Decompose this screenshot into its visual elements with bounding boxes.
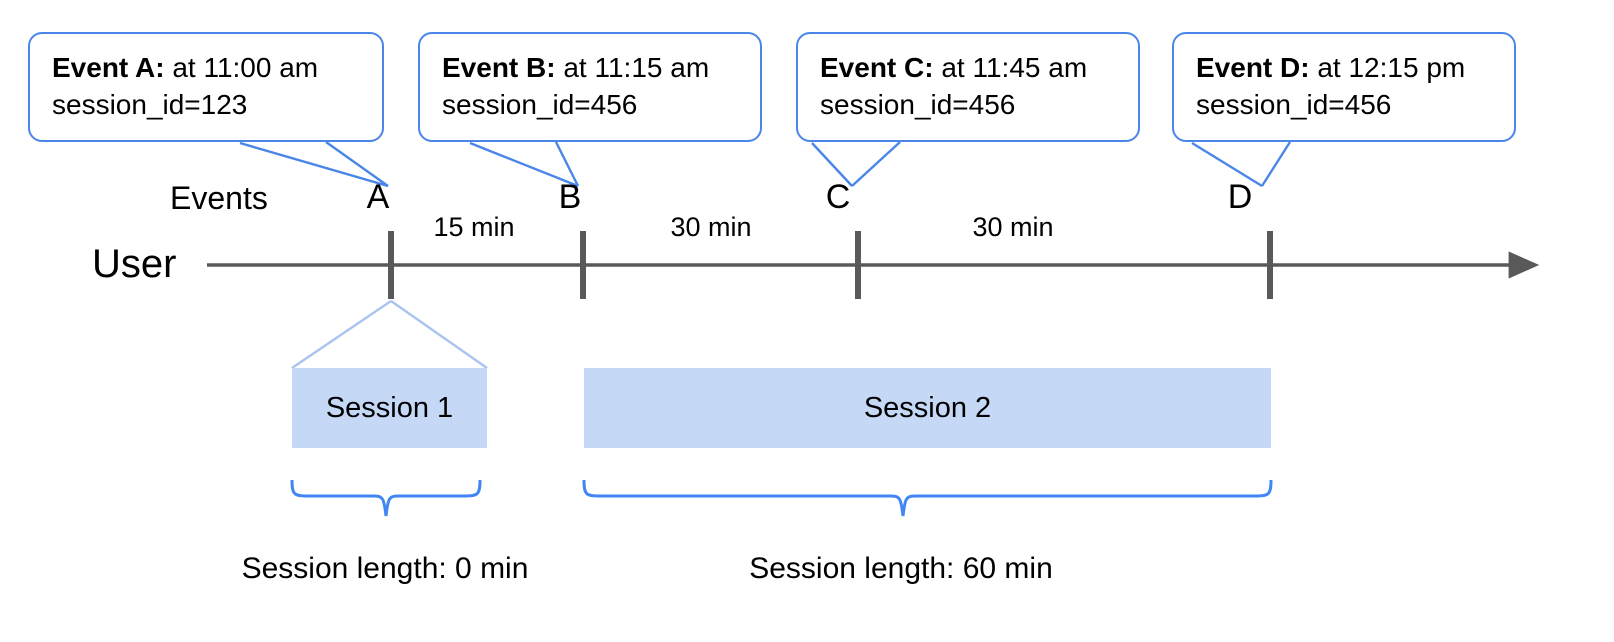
tick-letter-d: D <box>1227 178 1253 216</box>
session-2-length-label: Session length: 60 min <box>749 552 1053 585</box>
session-1-length-label: Session length: 0 min <box>241 552 529 585</box>
gap-label-b-c: 30 min <box>670 212 752 242</box>
callout-event-d-session: session_id=456 <box>1196 88 1392 120</box>
session-1-brace <box>290 479 482 517</box>
callout-event-b-title: Event B: at 11:15 am <box>442 52 710 83</box>
session-2-brace <box>582 479 1273 517</box>
gap-label-a-b: 15 min <box>433 212 515 242</box>
callout-event-c: Event C: at 11:45 am session_id=456 <box>796 32 1140 142</box>
events-row-label: Events <box>170 180 268 216</box>
user-row-label: User <box>92 242 177 286</box>
callout-event-d-title: Event D: at 12:15 pm <box>1196 52 1466 83</box>
callout-event-a-session: session_id=123 <box>52 88 248 120</box>
callout-event-d: Event D: at 12:15 pm session_id=456 <box>1172 32 1516 142</box>
session-1-funnel <box>291 300 488 369</box>
session-block-2: Session 2 <box>584 368 1271 448</box>
callout-event-c-session: session_id=456 <box>820 88 1016 120</box>
callout-event-a: Event A: at 11:00 am session_id=123 <box>28 32 384 142</box>
callout-event-a-title: Event A: at 11:00 am <box>52 52 319 83</box>
tick-letter-a: A <box>366 178 390 216</box>
callout-event-b: Event B: at 11:15 am session_id=456 <box>418 32 762 142</box>
session-block-2-label: Session 2 <box>863 391 992 424</box>
session-block-1: Session 1 <box>292 368 487 448</box>
session-block-1-label: Session 1 <box>325 391 454 424</box>
tick-letter-c: C <box>825 178 851 216</box>
callout-event-b-session: session_id=456 <box>442 88 638 120</box>
callout-event-c-title: Event C: at 11:45 am <box>820 52 1088 83</box>
tick-letter-b: B <box>558 178 582 216</box>
gap-label-c-d: 30 min <box>972 212 1054 242</box>
